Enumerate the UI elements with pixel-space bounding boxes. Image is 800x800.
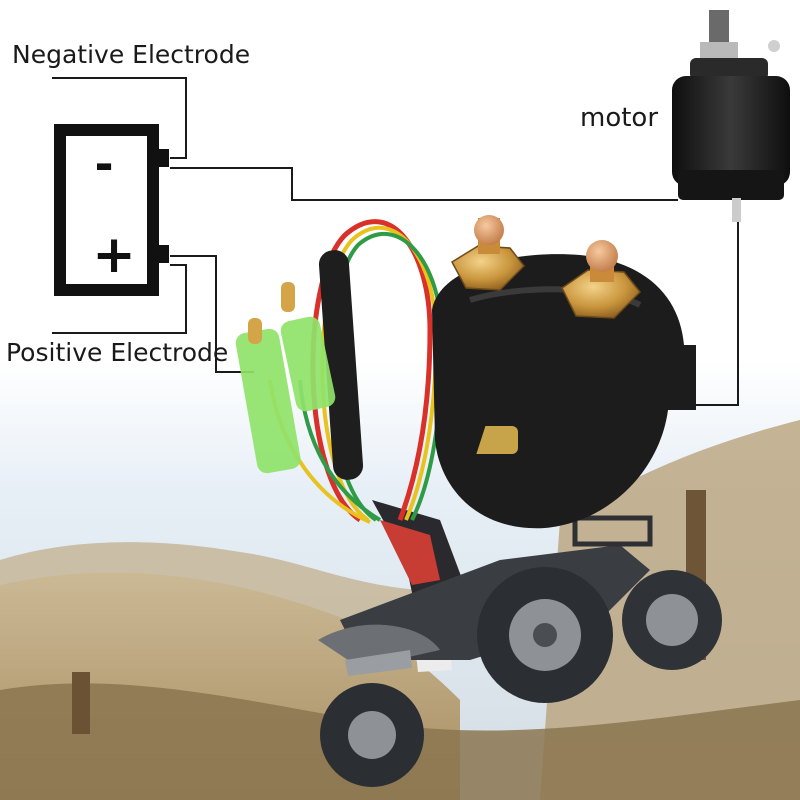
connector-sleeve-right bbox=[280, 316, 336, 412]
battery-positive-terminal bbox=[153, 245, 169, 263]
motor-label: motor bbox=[580, 103, 659, 133]
motor-gear-shaft bbox=[709, 10, 729, 46]
battery-symbol: - + bbox=[54, 124, 169, 296]
positive-to-solenoid-wire bbox=[170, 255, 254, 373]
atv-rear-wheel bbox=[622, 570, 722, 670]
connector-sleeve-left bbox=[235, 328, 301, 474]
battery-minus-sign: - bbox=[94, 137, 113, 191]
motor-cap bbox=[690, 58, 768, 80]
starter-motor bbox=[672, 10, 790, 222]
solenoid-wire-sleeve bbox=[318, 250, 364, 480]
atv-fender bbox=[318, 624, 440, 668]
battery-plus-sign: + bbox=[92, 225, 136, 285]
motor-gear-collar bbox=[700, 42, 738, 62]
motor-to-solenoid-wire bbox=[694, 222, 739, 406]
motor-bolt bbox=[768, 40, 780, 52]
rider-pants-red bbox=[380, 520, 440, 585]
atv-exhaust bbox=[345, 650, 412, 676]
atv-rider-photo bbox=[318, 500, 722, 787]
wiring-lines bbox=[170, 167, 739, 406]
negative-leader-line bbox=[52, 77, 187, 159]
solenoid-relay bbox=[310, 215, 696, 529]
battery-body bbox=[54, 124, 159, 296]
fence-post-left bbox=[72, 672, 90, 734]
solenoid-terminal-left bbox=[451, 215, 525, 291]
connector-pin-right bbox=[281, 282, 295, 312]
motor-terminal-stud bbox=[732, 198, 741, 222]
solenoid-body bbox=[432, 254, 696, 529]
atv-rack bbox=[572, 515, 653, 547]
negative-electrode-label: Negative Electrode bbox=[12, 40, 251, 69]
motor-mount bbox=[678, 170, 784, 200]
motor-housing bbox=[672, 76, 790, 186]
positive-leader-line bbox=[52, 264, 187, 334]
positive-electrode-label: Positive Electrode bbox=[6, 338, 229, 367]
connector-pin-left bbox=[248, 318, 262, 344]
negative-to-motor-wire bbox=[170, 167, 678, 201]
label-leader-lines bbox=[52, 77, 187, 334]
solenoid-side-lead bbox=[449, 352, 505, 468]
bullet-connectors bbox=[235, 282, 382, 524]
battery-negative-terminal bbox=[153, 149, 169, 167]
atv-front-wheel bbox=[477, 567, 613, 703]
atv-bottom-wheel bbox=[320, 683, 424, 787]
solenoid-terminal-right bbox=[561, 240, 642, 319]
solenoid-wire-loop-yellow bbox=[320, 225, 439, 522]
